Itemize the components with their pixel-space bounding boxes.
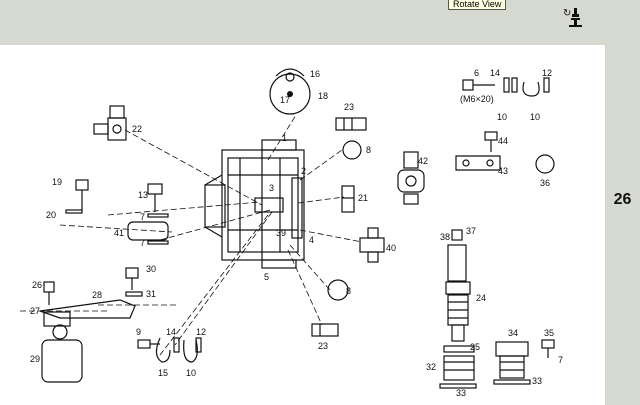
bolt-spec-label: (M6×20)	[460, 94, 494, 104]
fitting-part-23	[335, 117, 367, 131]
callout-44: 44	[498, 136, 508, 146]
callout-8: 8	[346, 286, 351, 296]
callout-39: 39	[276, 228, 286, 238]
callout-30: 30	[146, 264, 156, 274]
callout-18: 18	[318, 91, 328, 101]
callout-1: 1	[282, 133, 287, 143]
callout-28: 28	[92, 290, 102, 300]
callout-12: 12	[196, 327, 206, 337]
callout-10: 10	[497, 112, 507, 122]
callout-20: 20	[46, 210, 56, 220]
callout-16: 16	[310, 69, 320, 79]
union-part-22	[93, 105, 127, 141]
callout-7: 7	[140, 212, 145, 222]
callout-10: 10	[186, 368, 196, 378]
callout-38: 38	[440, 232, 450, 242]
callout-31: 31	[146, 289, 156, 299]
svg-text:↻: ↻	[563, 8, 571, 19]
callout-5: 5	[264, 272, 269, 282]
rotate-view-tooltip: Rotate View	[448, 0, 507, 10]
callout-2: 2	[301, 166, 306, 176]
callout-27: 27	[30, 306, 40, 316]
callout-34: 34	[508, 328, 518, 338]
callout-3: 3	[269, 183, 274, 193]
callout-22: 22	[132, 124, 142, 134]
callout-43: 43	[498, 166, 508, 176]
callout-41: 41	[114, 228, 124, 238]
callout-8: 8	[366, 145, 371, 155]
callout-14: 14	[166, 327, 176, 337]
callout-23: 23	[318, 341, 328, 351]
callout-36: 36	[540, 178, 550, 188]
callout-24: 24	[476, 293, 486, 303]
callout-40: 40	[386, 243, 396, 253]
fitting-part-23-lower	[311, 323, 339, 337]
callout-10: 10	[530, 112, 540, 122]
hose-clamp-part	[269, 68, 311, 115]
callout-6: 6	[474, 68, 479, 78]
callout-37: 37	[466, 226, 476, 236]
callout-23: 23	[344, 102, 354, 112]
callout-29: 29	[30, 354, 40, 364]
callout-7: 7	[558, 355, 563, 365]
callout-12: 12	[542, 68, 552, 78]
callout-15: 15	[158, 368, 168, 378]
section-number-tab: 26	[613, 191, 632, 208]
callout-25: 25	[470, 342, 480, 352]
callout-42: 42	[418, 156, 428, 166]
callout-4: 4	[309, 235, 314, 245]
callout-26: 26	[32, 280, 42, 290]
page-margin	[605, 45, 640, 405]
callout-13: 13	[138, 190, 148, 200]
carburettor-body	[204, 139, 305, 269]
rotate-view-icon[interactable]: ↻	[562, 5, 588, 29]
callout-7: 7	[140, 238, 145, 248]
callout-labels: 1 2 3 4 5 6 (M6×20) 7 7 7 8 8 9 10 10 10…	[30, 68, 563, 398]
callout-33: 33	[456, 388, 466, 398]
callout-32: 32	[426, 362, 436, 372]
callout-9: 9	[136, 327, 141, 337]
callout-19: 19	[52, 177, 62, 187]
viewer-toolbar	[0, 0, 640, 45]
callout-33: 33	[532, 376, 542, 386]
callout-17: 17	[280, 95, 290, 105]
callout-35: 35	[544, 328, 554, 338]
callout-14: 14	[490, 68, 500, 78]
callout-21: 21	[358, 193, 368, 203]
